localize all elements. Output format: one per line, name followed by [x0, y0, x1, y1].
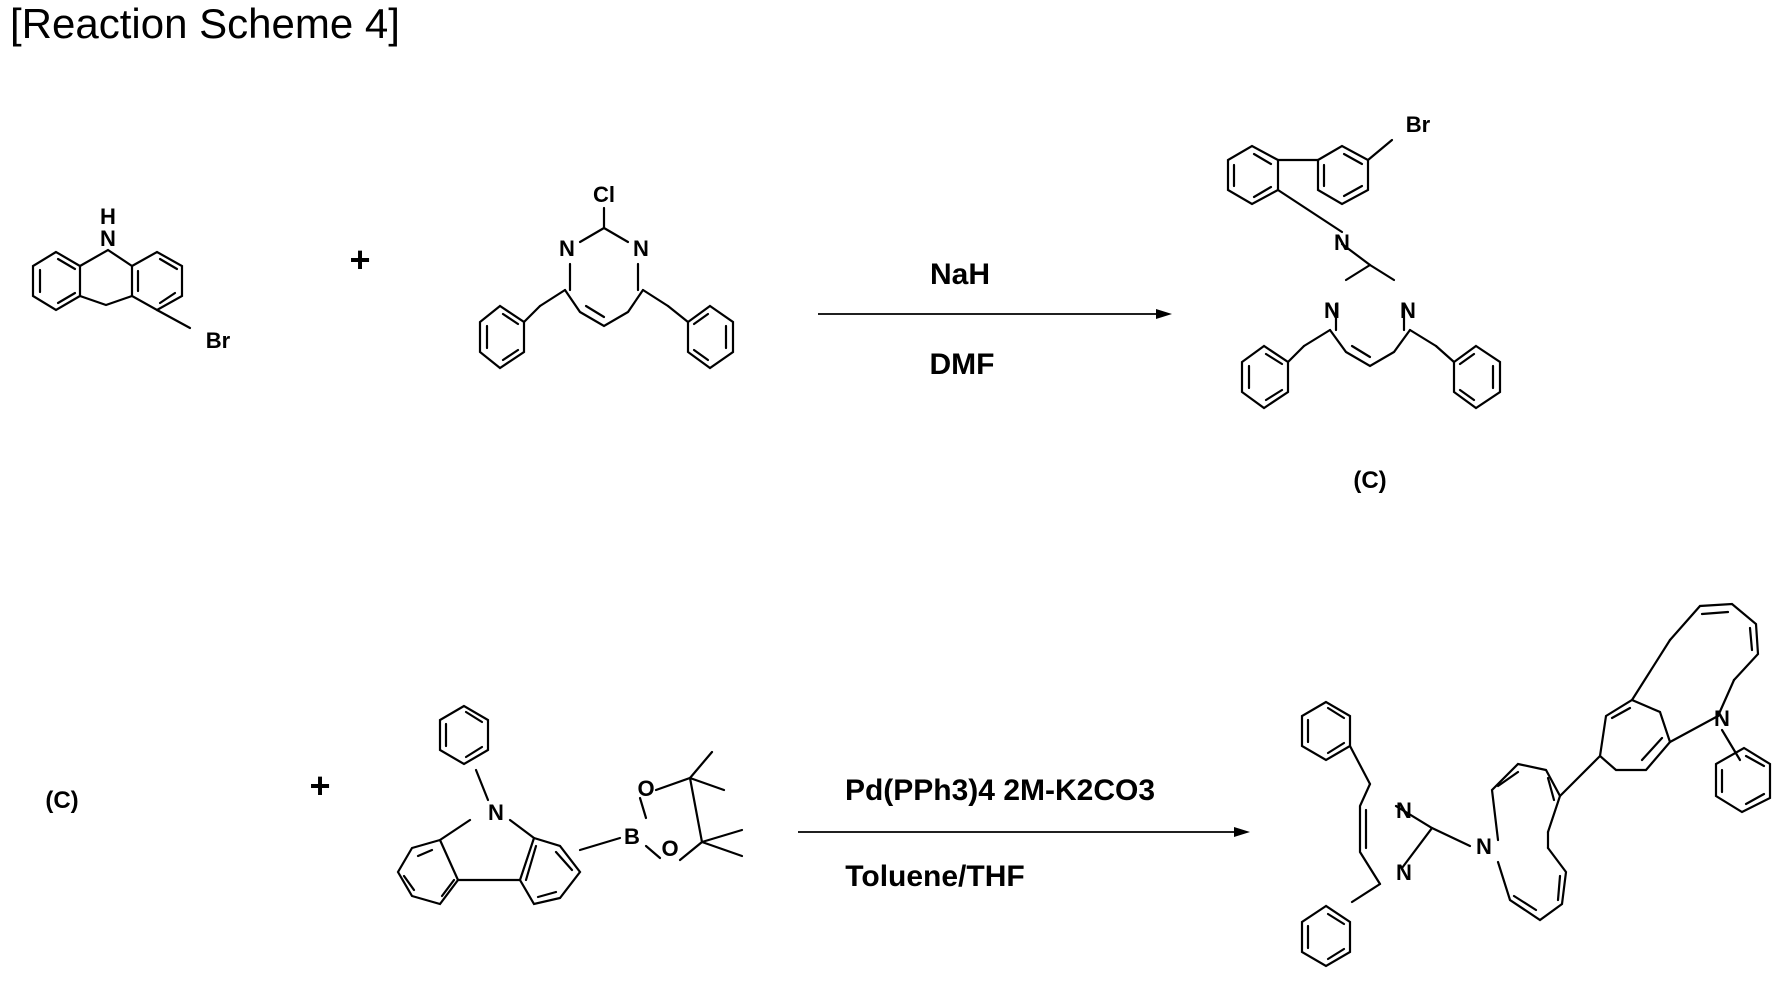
atom-n: N: [488, 800, 504, 825]
atom-n-left: N: [1324, 298, 1340, 323]
atom-cl: Cl: [593, 182, 615, 207]
atom-b: B: [624, 824, 640, 849]
plus-sign-2: +: [309, 765, 330, 806]
atom-n-carbazole-1: N: [1476, 834, 1492, 859]
atom-n-right: N: [1400, 298, 1416, 323]
reaction-arrow-1: [818, 309, 1172, 319]
reactant-phenylcarbazole-boronate: N B O O: [398, 706, 742, 904]
atom-n-carbazole: N: [1334, 230, 1350, 255]
atom-h: H: [100, 204, 116, 229]
atom-br: Br: [206, 328, 231, 353]
reaction-arrow-2: [798, 827, 1250, 837]
atom-o-top: O: [637, 776, 654, 801]
atom-o-bottom: O: [661, 836, 678, 861]
condition-reagent-2: Pd(PPh3)4 2M-K2CO3: [845, 774, 1155, 807]
atom-n: N: [100, 226, 116, 251]
atom-br: Br: [1406, 112, 1431, 137]
reactant-chlorodiphenylpyrimidine: Cl N N: [480, 182, 733, 368]
compound-label-c: (C): [1353, 467, 1386, 494]
plus-sign-1: +: [349, 239, 370, 280]
reactant-3-bromocarbazole: N H Br: [33, 204, 231, 353]
atom-n-carbazole-2: N: [1714, 706, 1730, 731]
atom-n-pyrimidine-top: N: [1396, 798, 1412, 823]
final-product: N N N N: [1302, 604, 1770, 966]
condition-reagent-1: NaH: [930, 258, 990, 291]
reactant-label-c: (C): [45, 787, 78, 814]
scheme-title: [Reaction Scheme 4]: [10, 0, 400, 47]
atom-n-right: N: [633, 236, 649, 261]
product-c: Br N N N: [1228, 112, 1500, 408]
condition-solvent-2: Toluene/THF: [845, 860, 1024, 893]
atom-n-left: N: [559, 236, 575, 261]
condition-solvent-1: DMF: [930, 348, 995, 381]
atom-n-pyrimidine-bottom: N: [1396, 860, 1412, 885]
